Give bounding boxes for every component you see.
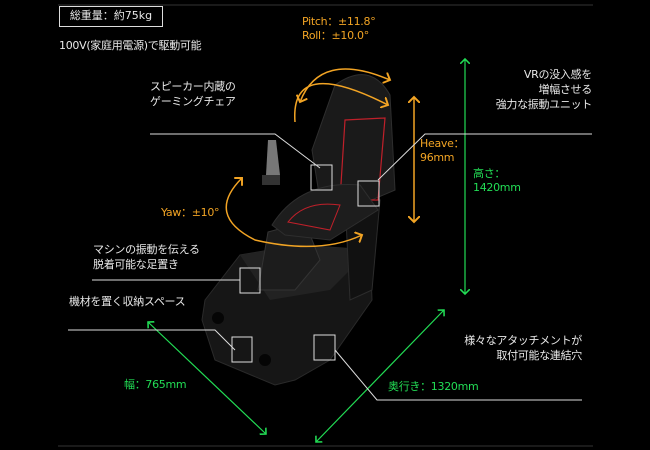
storage-callout: 機材を置く収納スペース — [69, 295, 186, 308]
width-arrow — [148, 322, 266, 434]
total-weight-badge: 総重量：約75kg — [59, 6, 163, 27]
roll-label: Roll：±10.0° — [302, 29, 369, 42]
vibration-callout-line3: 強力な振動ユニット — [495, 98, 593, 111]
width-label: 幅：765mm — [124, 378, 187, 391]
depth-arrow — [316, 310, 444, 442]
pitch-arrow — [300, 68, 390, 102]
chair-callout-line1: スピーカー内蔵の — [150, 80, 236, 93]
footrest-callout-line2: 脱着可能な足置き — [93, 258, 179, 271]
heave-label: Heave： — [420, 137, 465, 150]
callout-lines — [68, 133, 592, 401]
power-note: 100V(家庭用電源)で駆動可能 — [59, 39, 202, 52]
chair-callout-line2: ゲーミングチェア — [150, 95, 236, 108]
vibration-callout-line2: 増幅させる — [538, 83, 593, 96]
attachment-callout-line1: 様々なアタッチメントが — [464, 334, 582, 347]
vibration-callout-line1: VRの没入感を — [523, 68, 592, 81]
attachment-callout-line2: 取付可能な連結穴 — [496, 349, 582, 362]
yaw-label: Yaw：±10° — [161, 206, 220, 219]
heave-value: 96mm — [420, 151, 455, 164]
roll-arrow — [294, 83, 388, 123]
depth-label: 奥行き：1320mm — [388, 380, 479, 393]
pitch-label: Pitch：±11.8° — [302, 15, 376, 28]
yaw-arrow — [225, 178, 362, 248]
height-label: 高さ： — [473, 167, 506, 180]
motion-simulator-image — [201, 74, 396, 386]
height-value: 1420mm — [473, 181, 521, 194]
footrest-callout-line1: マシンの振動を伝える — [93, 243, 200, 256]
